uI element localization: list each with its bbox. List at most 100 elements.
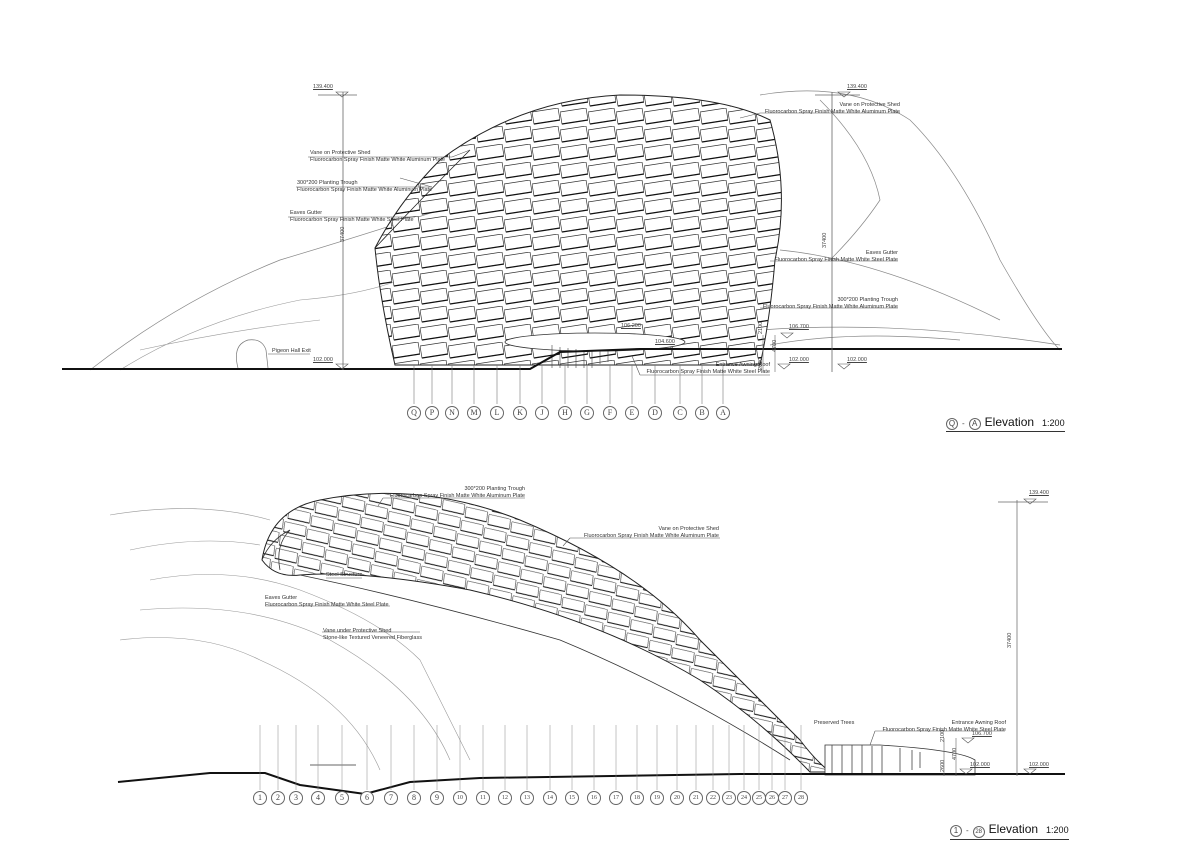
callout-spec: Fluorocarbon Spray Finish Matte White Al… xyxy=(389,493,525,499)
axis-bubble: E xyxy=(625,406,639,420)
dash: - xyxy=(966,826,969,835)
axis-bubble: D xyxy=(648,406,662,420)
callout-spec: Stone-like Textured Veneered Fiberglass xyxy=(323,635,422,641)
callout-title: Vane on Protective Shed xyxy=(310,150,371,156)
elevation-scale: 1:200 xyxy=(1042,418,1065,428)
axis-bubble: 7 xyxy=(384,791,398,805)
callout-top-left-2: 300*200 Planting Trough Fluorocarbon Spr… xyxy=(297,180,432,194)
dash: - xyxy=(962,419,965,428)
callout-top-right-2: Eaves Gutter Fluorocarbon Spray Finish M… xyxy=(758,250,898,264)
callout-spec: Fluorocarbon Spray Finish Matte White St… xyxy=(290,217,414,223)
callout-bottom-entrance: Entrance Awning Roof Fluorocarbon Spray … xyxy=(870,720,1006,734)
callout-title: Entrance Awning Roof xyxy=(715,362,770,368)
axis-bubble: G xyxy=(580,406,594,420)
elevation-title-bottom: 1 - 28 Elevation 1:200 xyxy=(950,822,1069,840)
callout-pigeon-hall-exit: Pigeon Hall Exit xyxy=(272,348,311,354)
axis-bubble: 13 xyxy=(520,791,534,805)
axis-bubble: 26 xyxy=(765,791,779,805)
callout-top-entrance: Entrance Awning Roof Fluorocarbon Spray … xyxy=(636,362,770,376)
axis-bubble: 27 xyxy=(778,791,792,805)
level-mark-top-left: 139.400 xyxy=(313,84,333,90)
callout-spec: Fluorocarbon Spray Finish Matte White St… xyxy=(646,369,770,375)
axis-tag-from: 1 xyxy=(950,825,962,837)
axis-tag-to: 28 xyxy=(972,826,985,838)
level-mark-top: 139.400 xyxy=(1029,490,1049,496)
axis-bubble: P xyxy=(425,406,439,420)
axis-bubble: 16 xyxy=(587,791,601,805)
axis-bubble: 18 xyxy=(630,791,644,805)
level-mark-awning: 106.700 xyxy=(789,324,809,330)
callout-title: Vane on Protective Shed xyxy=(839,102,900,108)
callout-top-left-3: Eaves Gutter Fluorocarbon Spray Finish M… xyxy=(290,210,414,224)
axis-bubble: 2 xyxy=(271,791,285,805)
callout-bottom-2: Vane on Protective Shed Fluorocarbon Spr… xyxy=(572,526,719,540)
callout-spec: Fluorocarbon Spray Finish Matte White Al… xyxy=(310,157,446,163)
level-mark-inner-low: 104.600 xyxy=(655,339,675,345)
callout-bottom-1: 300*200 Planting Trough Fluorocarbon Spr… xyxy=(383,486,525,500)
callout-spec: Fluorocarbon Spray Finish Matte White Al… xyxy=(583,533,719,539)
axis-tag-from: Q xyxy=(946,418,958,430)
axis-bubble: 3 xyxy=(289,791,303,805)
callout-top-right-3: 300*200 Planting Trough Fluorocarbon Spr… xyxy=(748,297,898,311)
level-mark-ground-right: 102.000 xyxy=(847,357,867,363)
callout-title: Vane under Protective Shed xyxy=(323,628,392,634)
axis-bubble: 11 xyxy=(476,791,490,805)
callout-preserved-trees: Preserved Trees xyxy=(814,720,855,726)
elevation-title-top: Q - A Elevation 1:200 xyxy=(946,415,1065,432)
axis-bubble: N xyxy=(445,406,459,420)
dimension-height: 37400 xyxy=(1007,632,1013,648)
callout-spec: Fluorocarbon Spray Finish Matte White Al… xyxy=(764,109,900,115)
axis-bubble: 1 xyxy=(253,791,267,805)
level-mark-ground-a: 102.000 xyxy=(970,762,990,768)
level-mark-inner-top: 106.200 xyxy=(621,323,641,329)
callout-title: Eaves Gutter xyxy=(290,210,323,216)
callout-spec: Fluorocarbon Spray Finish Matte White St… xyxy=(882,727,1006,733)
axis-bubble: 20 xyxy=(670,791,684,805)
axis-bubble: 24 xyxy=(737,791,751,805)
callout-spec: Fluorocarbon Spray Finish Matte White Al… xyxy=(297,187,433,193)
axis-bubble: J xyxy=(535,406,549,420)
axis-bubble: 9 xyxy=(430,791,444,805)
axis-bubble: 22 xyxy=(706,791,720,805)
axis-bubble: C xyxy=(673,406,687,420)
level-mark-awning: 106.700 xyxy=(972,731,992,737)
callout-title: 300*200 Planting Trough xyxy=(837,297,898,303)
level-mark-ground-left: 102.000 xyxy=(313,357,333,363)
elevation-name: Elevation xyxy=(988,822,1039,836)
axis-bubble: 14 xyxy=(543,791,557,805)
level-mark-ground-mid: 102.000 xyxy=(789,357,809,363)
callout-bottom-5: Vane under Protective Shed Stone-like Te… xyxy=(323,628,422,642)
dimension-d2: 4700 xyxy=(952,747,958,760)
callout-bottom-3: Steel Structure xyxy=(326,572,363,578)
axis-tag-to: A xyxy=(968,418,981,430)
callout-top-right-1: Vane on Protective Shed Fluorocarbon Spr… xyxy=(760,102,900,116)
dimension-d2: 4700 xyxy=(772,339,778,352)
axis-bubble: 6 xyxy=(360,791,374,805)
axis-bubble: 4 xyxy=(311,791,325,805)
axis-bubble: 12 xyxy=(498,791,512,805)
callout-title: 300*200 Planting Trough xyxy=(464,486,525,492)
elevation-scale: 1:200 xyxy=(1046,825,1069,835)
axis-bubble: 17 xyxy=(609,791,623,805)
dimension-height-right: 37400 xyxy=(822,232,828,248)
callout-top-left-1: Vane on Protective Shed Fluorocarbon Spr… xyxy=(310,150,445,164)
callout-spec: Fluorocarbon Spray Finish Matte White Al… xyxy=(762,304,898,310)
axis-bubble: A xyxy=(716,406,730,420)
axis-bubble: 21 xyxy=(689,791,703,805)
callout-spec: Fluorocarbon Spray Finish Matte White St… xyxy=(265,602,389,608)
axis-bubble: 25 xyxy=(752,791,766,805)
axis-bubble: B xyxy=(695,406,709,420)
callout-title: Vane on Protective Shed xyxy=(658,526,719,532)
callout-bottom-4: Eaves Gutter Fluorocarbon Spray Finish M… xyxy=(265,595,389,609)
axis-bubble: H xyxy=(558,406,572,420)
axis-bubble: Q xyxy=(407,406,421,420)
dimension-d1: 2100 xyxy=(758,321,764,334)
axis-bubble: 19 xyxy=(650,791,664,805)
axis-bubble: 10 xyxy=(453,791,467,805)
dimension-d3: 2600 xyxy=(940,759,946,772)
axis-bubble: 8 xyxy=(407,791,421,805)
axis-bubble: F xyxy=(603,406,617,420)
axis-bubble: 15 xyxy=(565,791,579,805)
callout-title: 300*200 Planting Trough xyxy=(297,180,358,186)
